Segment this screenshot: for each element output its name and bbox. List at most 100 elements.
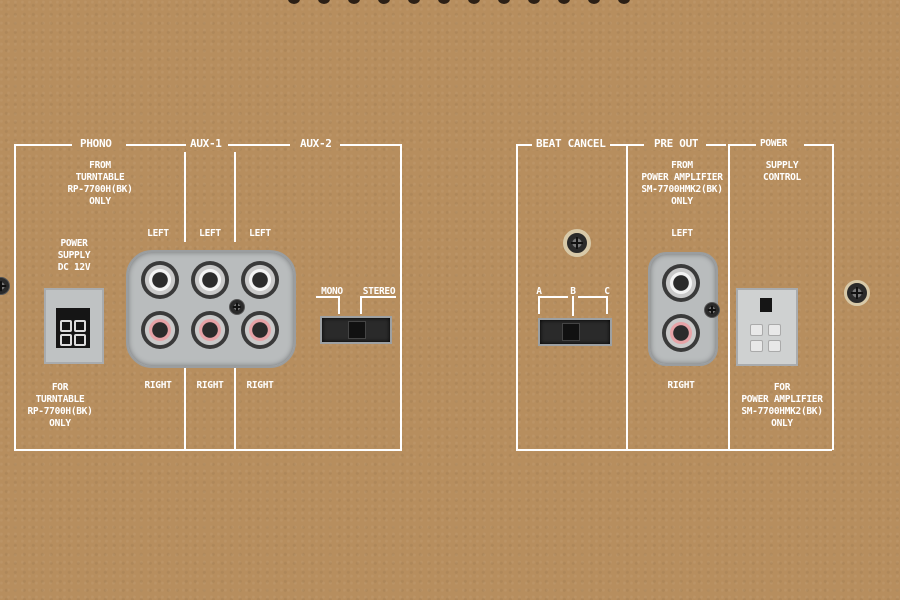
pre-out-title: PRE OUT: [650, 138, 703, 150]
vent-hole: [408, 0, 420, 4]
phono-right-jack[interactable]: [141, 311, 179, 349]
beat-cancel-title: BEAT CANCEL: [532, 138, 610, 150]
beat-cancel-switch[interactable]: [538, 318, 612, 346]
frame-line: [14, 144, 72, 146]
power-for-line3: SM-7700HMK2(BK): [741, 406, 823, 417]
mono-label: MONO: [321, 286, 343, 297]
power-for-line2: POWER AMPLIFIER: [741, 394, 823, 405]
aux1-right-label: RIGHT: [196, 380, 224, 391]
phono-from-line2: TURNTABLE: [75, 172, 125, 183]
vent-hole: [498, 0, 510, 4]
phono-for-line1: FOR: [51, 382, 69, 393]
phono-for-line2: TURNTABLE: [35, 394, 85, 405]
vent-hole: [588, 0, 600, 4]
pin: [768, 340, 781, 352]
power-supply-line3: DC 12V: [57, 262, 91, 273]
pin: [750, 324, 763, 336]
vent-hole: [378, 0, 390, 4]
power-title: POWER: [756, 138, 792, 150]
switch-marker-line: [316, 296, 340, 298]
pin: [750, 340, 763, 352]
frame-line: [728, 144, 758, 146]
vent-hole: [288, 0, 300, 4]
phono-from-line1: FROM: [89, 160, 111, 171]
connector-pins: [56, 308, 90, 348]
pin: [60, 320, 72, 332]
mono-stereo-switch[interactable]: [320, 316, 392, 344]
switch-knob: [562, 323, 580, 341]
switch-marker-line: [538, 296, 540, 314]
vent-hole: [438, 0, 450, 4]
screw-icon: [229, 299, 245, 315]
vent-hole: [468, 0, 480, 4]
dc-power-connector[interactable]: [44, 288, 104, 364]
phono-left-label: LEFT: [147, 228, 169, 239]
phono-from-line3: RP-7700H(BK): [67, 184, 133, 195]
pre-out-left-label: LEFT: [671, 228, 693, 239]
screw-icon: [844, 280, 870, 306]
pre-out-left-jack[interactable]: [662, 264, 700, 302]
pin: [60, 334, 72, 346]
phono-title: PHONO: [76, 138, 116, 150]
divider-line: [234, 366, 236, 450]
frame-line: [516, 144, 518, 450]
pre-out-right-jack[interactable]: [662, 314, 700, 352]
divider-line: [626, 144, 628, 450]
switch-marker-line: [538, 296, 568, 298]
phono-for-line4: ONLY: [49, 418, 71, 429]
switch-marker-line: [572, 296, 574, 316]
power-supply-line1: SUPPLY: [765, 160, 799, 171]
vent-hole: [558, 0, 570, 4]
pre-out-from-line4: ONLY: [671, 196, 693, 207]
aux2-title: AUX-2: [296, 138, 336, 150]
divider-line: [184, 366, 186, 450]
phono-from-line4: ONLY: [89, 196, 111, 207]
aux1-title: AUX-1: [186, 138, 226, 150]
divider-line: [728, 144, 730, 450]
aux2-right-jack[interactable]: [241, 311, 279, 349]
vent-hole: [528, 0, 540, 4]
pin: [768, 324, 781, 336]
pre-out-from-line2: POWER AMPLIFIER: [641, 172, 723, 183]
phono-for-line3: RP-7700H(BK): [27, 406, 93, 417]
pre-out-from-line3: SM-7700HMK2(BK): [641, 184, 723, 195]
aux1-left-jack[interactable]: [191, 261, 229, 299]
vent-hole: [618, 0, 630, 4]
phono-right-label: RIGHT: [144, 380, 172, 391]
frame-line: [516, 449, 832, 451]
phono-left-jack[interactable]: [141, 261, 179, 299]
beat-b-label: B: [570, 286, 576, 297]
pre-out-from-line1: FROM: [671, 160, 693, 171]
aux2-left-label: LEFT: [249, 228, 271, 239]
frame-line: [804, 144, 834, 146]
switch-marker-line: [578, 296, 608, 298]
power-for-line1: FOR: [773, 382, 791, 393]
pin: [74, 334, 86, 346]
pin: [74, 320, 86, 332]
switch-marker-line: [360, 296, 396, 298]
frame-line: [706, 144, 726, 146]
aux2-left-jack[interactable]: [241, 261, 279, 299]
pre-out-right-label: RIGHT: [667, 380, 695, 391]
power-supply-line2: SUPPLY: [57, 250, 91, 261]
switch-knob: [348, 321, 366, 339]
frame-line: [516, 144, 536, 146]
aux1-left-label: LEFT: [199, 228, 221, 239]
aux1-right-jack[interactable]: [191, 311, 229, 349]
frame-line: [14, 144, 16, 450]
power-supply-line1: POWER: [60, 238, 88, 249]
divider-line: [234, 152, 236, 242]
aux2-right-label: RIGHT: [246, 380, 274, 391]
switch-marker-line: [360, 296, 362, 314]
divider-line: [184, 152, 186, 242]
frame-line: [340, 144, 402, 146]
screw-icon: [0, 277, 10, 295]
power-control-connector[interactable]: [736, 288, 798, 366]
frame-line: [228, 144, 290, 146]
frame-line: [14, 449, 402, 451]
power-for-line4: ONLY: [771, 418, 793, 429]
vent-hole: [348, 0, 360, 4]
connector-key: [760, 298, 772, 312]
screw-icon: [704, 302, 720, 318]
